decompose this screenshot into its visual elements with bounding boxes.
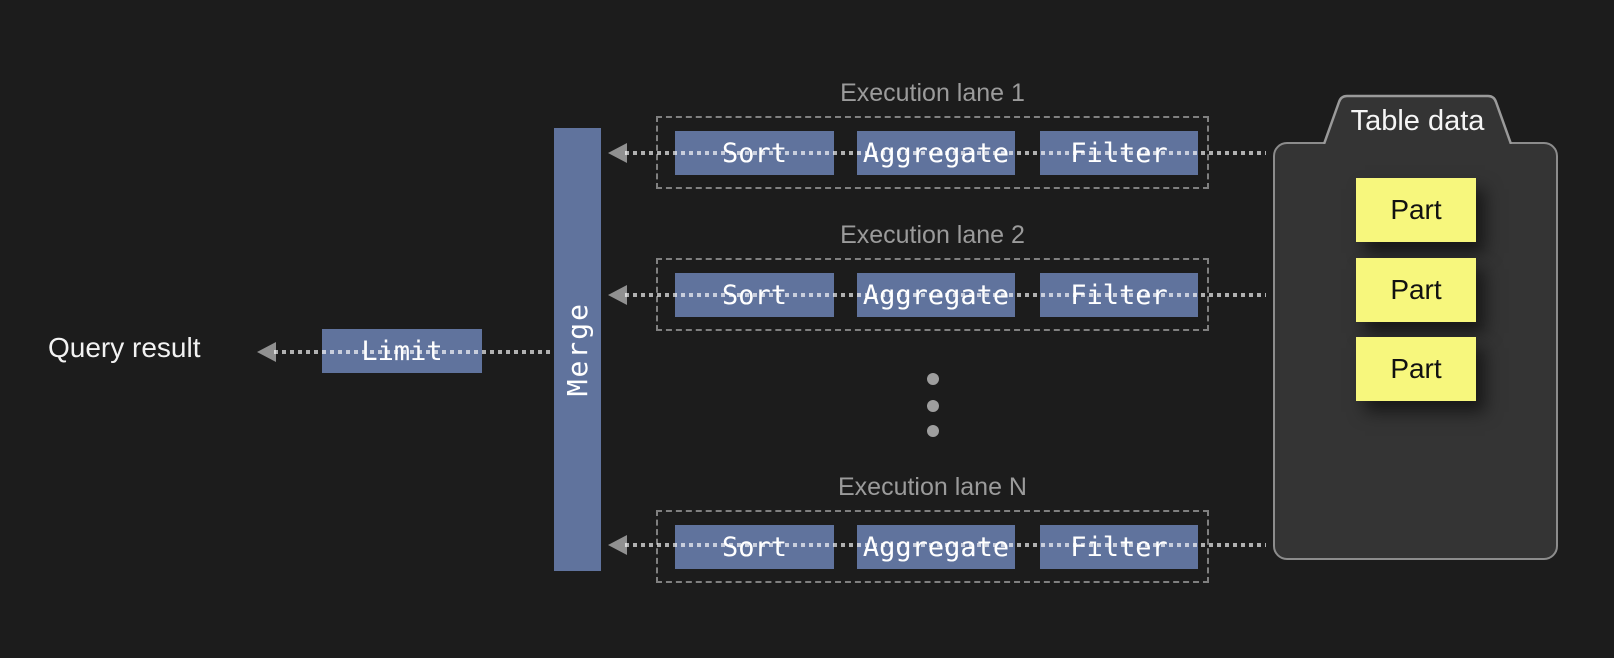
query-result-label: Query result — [48, 332, 201, 363]
arrow-left-icon — [608, 285, 627, 305]
execution-lane-n: Execution lane N Sort Aggregate Filter — [656, 473, 1209, 583]
execution-lane-n-label: Execution lane N — [837, 473, 1027, 501]
lane-n-data-flow-line — [625, 543, 1266, 547]
part-box: Part — [1356, 178, 1476, 242]
arrow-left-icon — [608, 535, 627, 555]
arrow-left-icon — [257, 342, 276, 362]
table-data-label: Table data — [1350, 105, 1485, 137]
part-box: Part — [1356, 258, 1476, 322]
limit-arrow-line — [274, 350, 554, 354]
execution-lane-1: Execution lane 1 Sort Aggregate Filter — [656, 79, 1209, 189]
lanes-ellipsis-dot — [927, 400, 939, 412]
lanes-ellipsis-dot — [927, 373, 939, 385]
lane-2-data-flow-line — [625, 293, 1266, 297]
part-box: Part — [1356, 337, 1476, 401]
execution-lane-n-boundary: Sort Aggregate Filter — [656, 510, 1209, 583]
execution-lane-2-label: Execution lane 2 — [840, 221, 1025, 249]
filter-operator-box: Filter — [1040, 525, 1198, 569]
lane-1-data-flow-line — [625, 151, 1266, 155]
lanes-ellipsis-dot — [927, 425, 939, 437]
execution-lane-1-label: Execution lane 1 — [840, 79, 1025, 107]
merge-label: Merge — [561, 302, 594, 397]
aggregate-operator-box: Aggregate — [857, 525, 1015, 569]
table-data-tab — [1323, 94, 1512, 144]
execution-lane-2: Execution lane 2 Sort Aggregate Filter — [656, 221, 1209, 331]
sort-operator-box: Sort — [675, 525, 834, 569]
arrow-left-icon — [608, 143, 627, 163]
merge-operator-bar: Merge — [554, 128, 601, 571]
